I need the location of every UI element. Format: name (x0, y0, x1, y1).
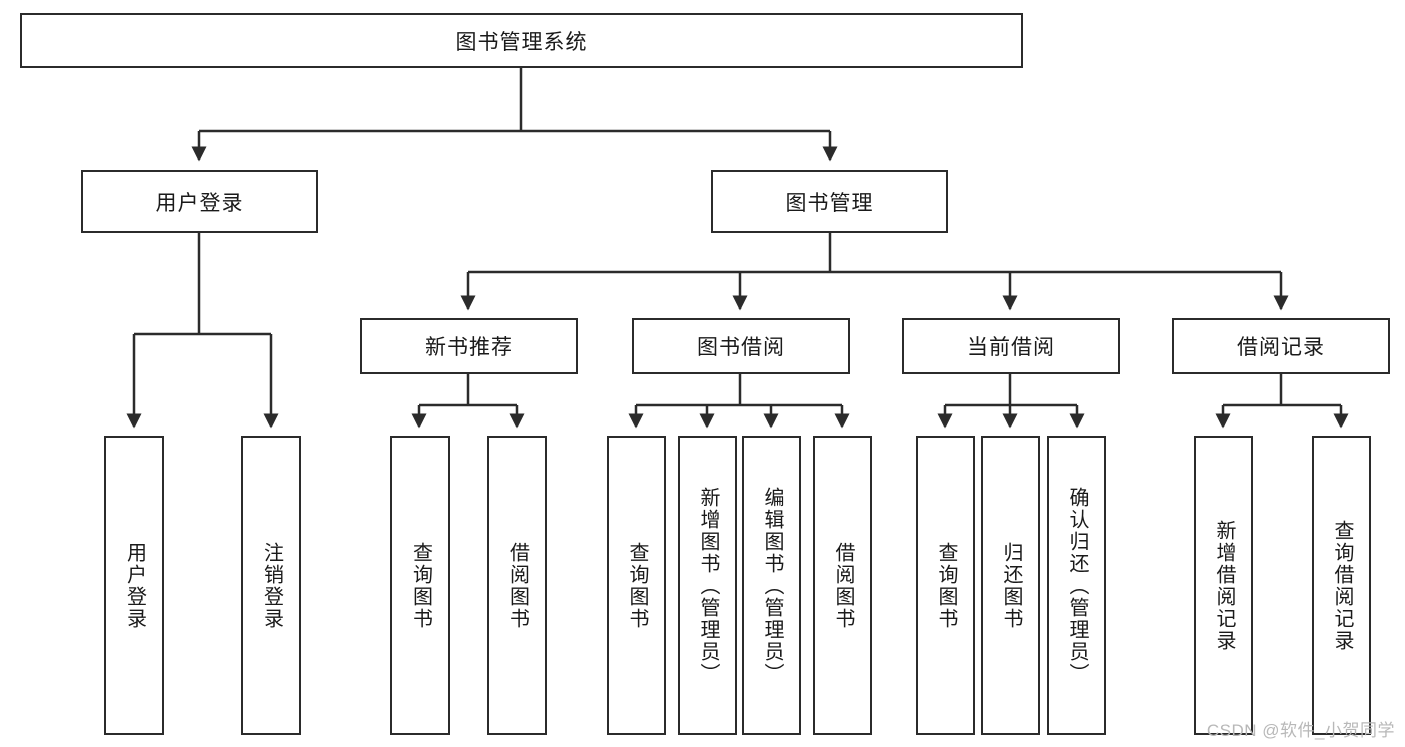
leaf-borrow-book-1[interactable]: 借阅图书 (487, 436, 547, 735)
leaf-logout[interactable]: 注销登录 (241, 436, 301, 735)
node-book-borrow-label: 图书借阅 (697, 336, 785, 359)
leaf-return-book-label: 归还图书 (1000, 541, 1022, 630)
node-new-book-rec-label: 新书推荐 (425, 336, 513, 359)
leaf-query-book-3[interactable]: 查询图书 (916, 436, 975, 735)
node-current-borrow[interactable]: 当前借阅 (902, 318, 1120, 374)
leaf-query-book-2[interactable]: 查询图书 (607, 436, 666, 735)
leaf-borrow-book-1-label: 借阅图书 (506, 541, 529, 630)
leaf-edit-book[interactable]: 编辑图书（管理员） (742, 436, 801, 735)
leaf-add-record[interactable]: 新增借阅记录 (1194, 436, 1253, 735)
leaf-confirm-return-label: 确认归还（管理员） (1066, 486, 1088, 685)
leaf-borrow-book-2[interactable]: 借阅图书 (813, 436, 872, 735)
leaf-query-book-2-label: 查询图书 (626, 541, 648, 630)
node-book-borrow[interactable]: 图书借阅 (632, 318, 850, 374)
leaf-query-book-1[interactable]: 查询图书 (390, 436, 450, 735)
node-root-label: 图书管理系统 (455, 30, 588, 54)
watermark: CSDN @软件_小贺同学 (1206, 721, 1395, 740)
leaf-query-record[interactable]: 查询借阅记录 (1312, 436, 1371, 735)
leaf-query-book-3-label: 查询图书 (935, 541, 957, 630)
node-user-login[interactable]: 用户登录 (81, 170, 318, 233)
leaf-query-record-label: 查询借阅记录 (1331, 519, 1353, 652)
node-borrow-record[interactable]: 借阅记录 (1172, 318, 1390, 374)
leaf-add-record-label: 新增借阅记录 (1213, 519, 1235, 652)
leaf-add-book-label: 新增图书（管理员） (697, 486, 719, 685)
node-borrow-record-label: 借阅记录 (1237, 336, 1325, 359)
leaf-logout-label: 注销登录 (260, 541, 283, 630)
node-new-book-rec[interactable]: 新书推荐 (360, 318, 578, 374)
node-user-login-label: 用户登录 (155, 191, 244, 215)
leaf-return-book[interactable]: 归还图书 (981, 436, 1040, 735)
node-book-manage[interactable]: 图书管理 (711, 170, 948, 233)
leaf-add-book[interactable]: 新增图书（管理员） (678, 436, 737, 735)
leaf-edit-book-label: 编辑图书（管理员） (761, 486, 783, 685)
leaf-confirm-return[interactable]: 确认归还（管理员） (1047, 436, 1106, 735)
leaf-borrow-book-2-label: 借阅图书 (832, 541, 854, 630)
node-root[interactable]: 图书管理系统 (20, 13, 1023, 68)
leaf-user-login-label: 用户登录 (123, 541, 146, 630)
node-book-manage-label: 图书管理 (785, 191, 874, 215)
leaf-user-login[interactable]: 用户登录 (104, 436, 164, 735)
node-current-borrow-label: 当前借阅 (967, 336, 1055, 359)
leaf-query-book-1-label: 查询图书 (409, 541, 432, 630)
